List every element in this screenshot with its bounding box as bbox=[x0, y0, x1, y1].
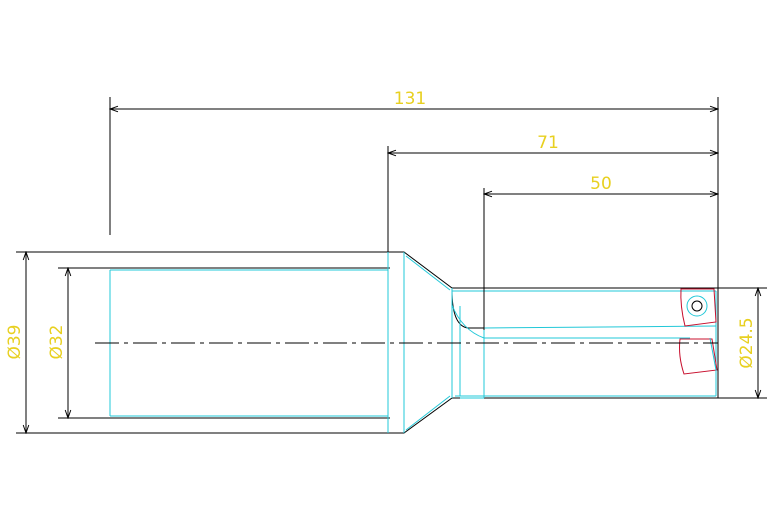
cone-bottom-inner bbox=[405, 395, 451, 431]
dim-text-131: 131 bbox=[394, 89, 426, 109]
flute-curve-edge bbox=[451, 289, 484, 329]
lower-insert-edge bbox=[709, 337, 717, 396]
upper-insert bbox=[680, 288, 717, 327]
dim-text-dia-32: Ø32 bbox=[47, 324, 67, 359]
dimension-texts: 131 71 50 Ø39 Ø32 Ø24.5 bbox=[5, 89, 757, 369]
dim-text-71: 71 bbox=[537, 133, 559, 153]
outline-bottom-edge bbox=[24, 397, 718, 434]
flute-inner-curve bbox=[451, 304, 485, 339]
dim-text-dia-24-5: Ø24.5 bbox=[737, 317, 757, 368]
cutting-inserts bbox=[679, 288, 718, 375]
dim-text-dia-39: Ø39 bbox=[5, 324, 25, 359]
lower-insert bbox=[679, 338, 718, 375]
outline-top-edge bbox=[24, 251, 718, 289]
screw-outer-circle bbox=[686, 295, 708, 317]
dim-text-50: 50 bbox=[590, 174, 612, 194]
screw-inner-circle bbox=[691, 300, 703, 312]
dimension-lines bbox=[16, 97, 767, 433]
flute-mid-line bbox=[483, 325, 717, 329]
cone-top-inner bbox=[405, 255, 451, 291]
insert-screw bbox=[686, 295, 717, 396]
